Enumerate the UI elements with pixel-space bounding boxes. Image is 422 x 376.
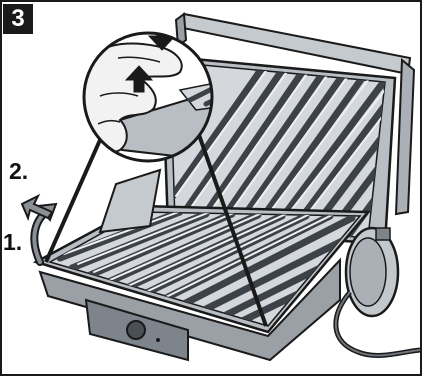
temperature-knob [127,321,145,339]
step-label-first: 1. [3,229,22,256]
step-number-badge: 3 [3,4,33,34]
step-label-second: 2. [9,158,28,185]
hinge-disc [346,228,398,316]
